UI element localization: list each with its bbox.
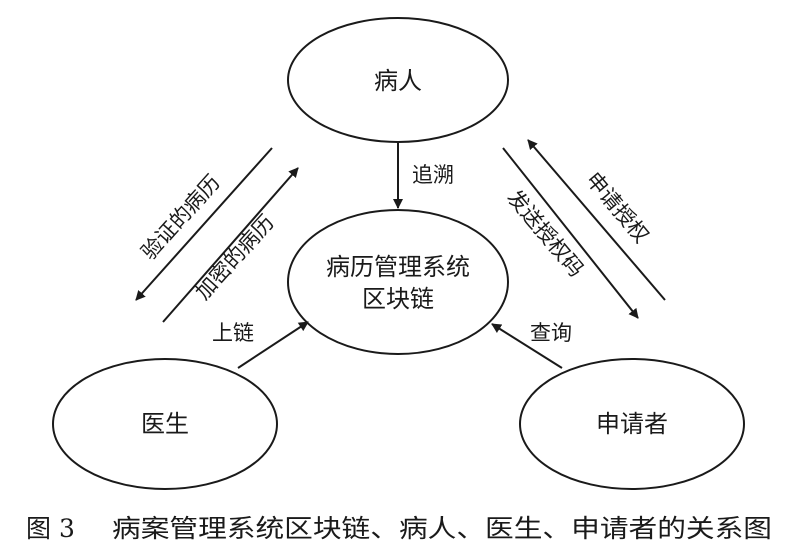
applicant-node — [519, 358, 745, 490]
request-auth-label: 申请授权 — [581, 168, 653, 248]
request-auth-arrow — [527, 139, 666, 301]
send-auth-code-arrow — [502, 147, 639, 319]
system-label-line1: 病历管理系统 — [326, 253, 470, 281]
upload-chain-label: 上链 — [212, 321, 254, 345]
figure-number: 图 3 — [26, 514, 75, 543]
doctor-label: 医生 — [141, 410, 189, 438]
patient-node — [287, 17, 509, 143]
query-label: 查询 — [530, 321, 572, 345]
system-label-line2: 区块链 — [362, 285, 434, 313]
applicant-label: 申请者 — [596, 410, 668, 438]
patient-label: 病人 — [374, 67, 422, 95]
encrypted-record-arrow — [162, 167, 299, 323]
query-arrow — [491, 323, 563, 369]
system-node — [287, 209, 509, 355]
figure-caption: 病案管理系统区块链、病人、医生、申请者的关系图 — [112, 514, 772, 543]
doctor-node — [52, 358, 278, 490]
trace-label: 追溯 — [412, 163, 454, 187]
upload-chain-arrow — [237, 321, 309, 369]
verify-record-arrow — [135, 147, 273, 301]
